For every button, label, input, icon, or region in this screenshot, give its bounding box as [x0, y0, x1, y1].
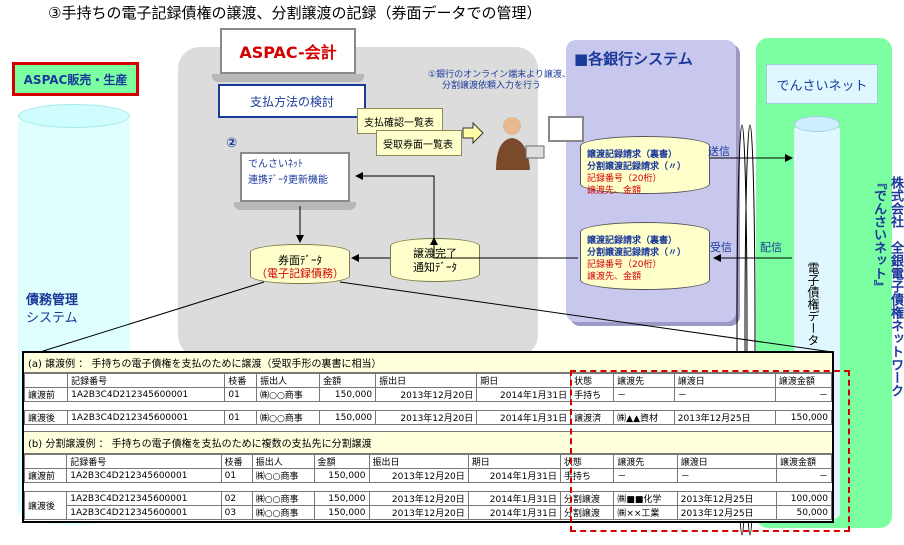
electronic-credit-data-label: 電子債権データ [806, 262, 820, 346]
debt-system-cylinder-top [18, 104, 130, 128]
debt-management-label: 債務管理 システム [26, 293, 79, 326]
aspac-sales-box: ASPAC販売・生産 [12, 62, 139, 96]
table-header-row: 記録番号 枝番 振出人 金額 振出日 期日 状態 譲渡先 譲渡日 譲渡金額 [23, 373, 833, 388]
transfer-complete-cylinder: 譲渡完了 通知ﾃﾞｰﾀ [390, 238, 480, 282]
bank-request-cylinder-2: 譲渡記録請求（裏書） 分割譲渡記録請求（〃） 記録番号（20桁） 譲渡先、金額 [580, 222, 710, 290]
bank-system-title: ■各銀行システム [574, 50, 693, 68]
transfer-table-b: 記録番号 枝番 振出人 金額 振出日 期日 状態 譲渡先 譲渡日 譲渡金額 譲渡… [23, 454, 833, 520]
laptop-base [234, 202, 356, 210]
operator-person-icon [496, 117, 545, 170]
bank-terminal-icon [548, 116, 584, 142]
section-b-heading: (b) 分割譲渡例 ： 手持ちの電子債権を支払のために複数の支払先に分割譲渡 [24, 431, 832, 454]
receive-label: 受信 [710, 241, 732, 254]
step1-note: ①銀行のオンライン端末より譲渡、 分割譲渡依頼入力を行う [428, 70, 571, 91]
delivery-label: 配信 [760, 241, 782, 254]
table-row: 譲渡前 1A2B3C4D212345600001 01 ㈱○○商事 150,00… [23, 468, 833, 483]
table-row: 譲渡後 1A2B3C4D212345600001 01 ㈱○○商事 150,00… [23, 410, 833, 425]
transfer-table-panel: (a) 譲渡例 ： 手持ちの電子債権を支払のために譲渡（受取手形の裏書に相当） … [22, 351, 834, 523]
section-a-heading: (a) 譲渡例 ： 手持ちの電子債権を支払のために譲渡（受取手形の裏書に相当） [24, 353, 832, 373]
electronic-data-cylinder-top [794, 116, 840, 132]
payment-method-box: 支払方法の検討 [218, 84, 366, 118]
densai-net-label: でんさいネット [766, 64, 878, 104]
company-label: 株式会社 全銀電子債権ネットワーク 『でんさいネット』 [871, 176, 903, 410]
table-row: 1A2B3C4D212345600001 03 ㈱○○商事 150,000 20… [25, 505, 833, 520]
table-row: 譲渡前 1A2B3C4D212345600001 01 ㈱○○商事 150,00… [23, 387, 833, 402]
page-title: ③手持ちの電子記録債権の譲渡、分割譲渡の記録（券面データでの管理） [48, 4, 542, 22]
aspac-laptop-screen: ASPAC-会計 [220, 28, 356, 74]
densai-update-screen: でんさいﾈｯﾄ 連携ﾃﾞｰﾀ更新機能 [240, 152, 350, 202]
laptop-base [212, 74, 364, 82]
send-label: 送信 [708, 145, 730, 158]
bank-request-cylinder-1: 譲渡記録請求（裏書） 分割譲渡記録請求（〃） 記録番号（20桁） 譲渡先、金額 [580, 136, 710, 196]
transfer-table-a: 記録番号 枝番 振出人 金額 振出日 期日 状態 譲渡先 譲渡日 譲渡金額 譲渡… [23, 373, 833, 425]
received-list-document: 受取券面一覧表 [376, 130, 462, 156]
note-data-cylinder: 券面ﾃﾞｰﾀ （電子記録債務） [250, 244, 350, 284]
right-arrow-icon [462, 122, 484, 144]
highlight-dashed-box [570, 370, 850, 532]
step2-marker: ② [226, 136, 238, 151]
